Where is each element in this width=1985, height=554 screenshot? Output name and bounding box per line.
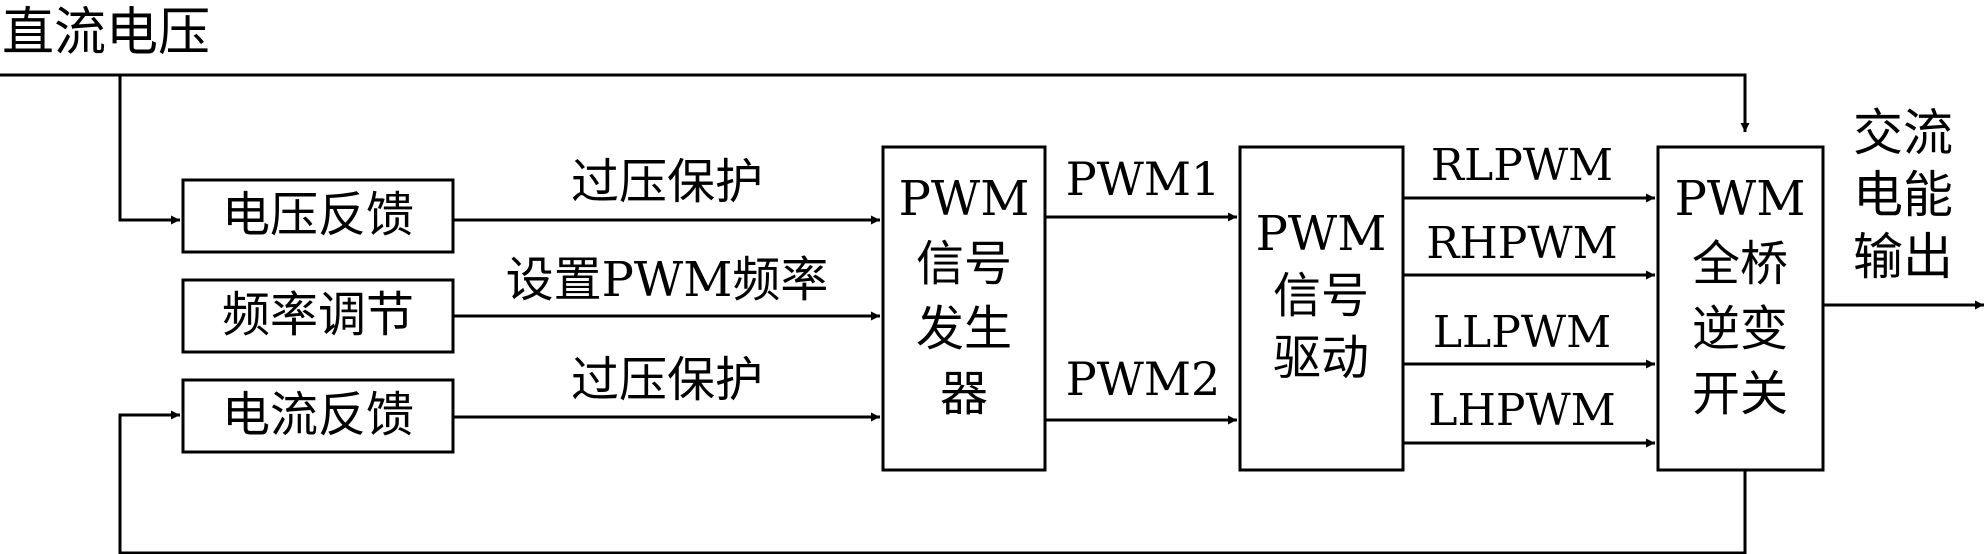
- ac-output-line-2: 电能: [1853, 166, 1953, 224]
- dc-input-bus: [0, 73, 1750, 132]
- pwm-generator-line-3: 发生: [916, 301, 1012, 357]
- frequency-adjust-block: 频率调节: [181, 278, 455, 354]
- overvoltage-bottom-label: 过压保护: [571, 352, 763, 408]
- pwm-driver-block: PWM 信号 驱动: [1238, 145, 1405, 472]
- dc-branch-to-voltage-feedback: [118, 75, 180, 225]
- current-feedback-loop: [118, 410, 1747, 554]
- inverter-line-2: 全桥: [1692, 236, 1788, 292]
- pwm-generator-line-1: PWM: [899, 171, 1030, 227]
- voltage-feedback-label: 电压反馈: [222, 187, 414, 243]
- pwm-generator-line-4: 器: [940, 366, 988, 422]
- current-feedback-label: 电流反馈: [222, 387, 414, 443]
- ac-output-line-3: 输出: [1853, 228, 1953, 286]
- pwm-generator-line-2: 信号: [916, 236, 1012, 292]
- current-feedback-block: 电流反馈: [181, 378, 455, 454]
- pwm-driver-line-3: 驱动: [1273, 330, 1369, 386]
- rhpwm-label: RHPWM: [1426, 218, 1617, 269]
- pwm-generator-block: PWM 信号 发生 器: [881, 145, 1047, 472]
- voltage-feedback-block: 电压反馈: [181, 178, 455, 254]
- frequency-adjust-label: 频率调节: [222, 287, 414, 343]
- llpwm-label: LLPWM: [1433, 307, 1611, 358]
- pwm-driver-line-2: 信号: [1273, 268, 1369, 324]
- ac-output-label: 交流 电能 输出: [1853, 104, 1953, 286]
- inverter-block: PWM 全桥 逆变 开关: [1656, 145, 1825, 472]
- inverter-line-3: 逆变: [1692, 301, 1788, 357]
- lhpwm-label: LHPWM: [1428, 385, 1615, 436]
- pwm2-label: PWM2: [1066, 352, 1221, 406]
- pwm-driver-line-1: PWM: [1256, 206, 1387, 262]
- overvoltage-top-label: 过压保护: [571, 154, 763, 210]
- inverter-line-4: 开关: [1692, 366, 1788, 422]
- inverter-line-1: PWM: [1675, 171, 1806, 227]
- dc-voltage-input-label: 直流电压: [2, 3, 210, 63]
- pwm1-label: PWM1: [1066, 152, 1221, 206]
- set-pwm-frequency-label: 设置PWM频率: [506, 252, 829, 308]
- ac-output-line-1: 交流: [1853, 104, 1953, 162]
- rlpwm-label: RLPWM: [1431, 140, 1613, 191]
